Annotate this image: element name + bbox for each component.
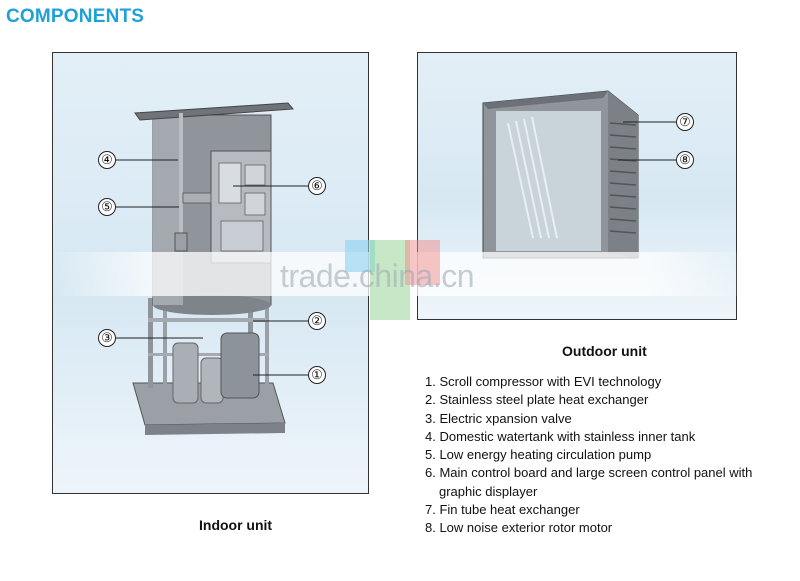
indoor-unit-caption: Indoor unit	[199, 517, 273, 533]
component-legend: 1. Scroll compressor with EVI technology…	[425, 373, 752, 538]
legend-item: 1. Scroll compressor with EVI technology	[425, 374, 662, 389]
callout-5: ⑤	[98, 198, 116, 216]
callout-8: ⑧	[676, 151, 694, 169]
legend-item: 2. Stainless steel plate heat exchanger	[425, 392, 649, 408]
legend-item: 6. Main control board and large screen c…	[425, 465, 753, 481]
callout-1: ①	[308, 366, 326, 384]
legend-item-continuation: graphic displayer	[439, 483, 538, 499]
legend-item: 4. Domestic watertank with stainless inn…	[425, 428, 696, 444]
callout-3: ③	[98, 329, 116, 347]
watermark-text: trade.china.cn	[280, 258, 475, 294]
legend-item: 5. Low energy heating circulation pump	[425, 447, 652, 463]
callout-6: ⑥	[308, 177, 326, 195]
callout-2: ②	[308, 312, 326, 330]
legend-item: 8. Low noise exterior rotor motor	[425, 520, 613, 536]
page-title: COMPONENTS	[6, 6, 145, 27]
callout-7: ⑦	[676, 113, 694, 131]
outdoor-unit-caption: Outdoor unit	[562, 343, 647, 359]
outdoor-unit-illustration	[482, 90, 676, 259]
legend-item: 3. Electric xpansion valve	[425, 410, 572, 426]
legend-item: 7. Fin tube heat exchanger	[425, 502, 580, 518]
callout-4: ④	[98, 151, 116, 169]
